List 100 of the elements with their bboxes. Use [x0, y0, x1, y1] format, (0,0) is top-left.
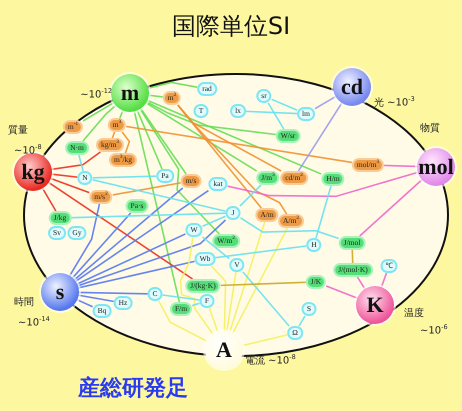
connector-line — [146, 102, 258, 172]
unit-bubble — [278, 214, 304, 228]
unit-bubble — [338, 236, 366, 250]
connector-line — [227, 172, 418, 198]
unit-bubble — [280, 171, 308, 185]
quantity-label: 時間 — [14, 298, 34, 308]
connector-line — [242, 334, 288, 346]
connector-line — [48, 182, 193, 280]
connector-line — [52, 173, 78, 178]
connector-line — [140, 108, 187, 174]
connector-line — [92, 179, 226, 212]
connector-line — [229, 222, 266, 332]
connector-line — [202, 216, 226, 227]
connector-line — [92, 175, 156, 179]
connector-line — [147, 100, 322, 175]
connector-line — [326, 285, 358, 299]
unit-symbol: A — [216, 339, 232, 361]
connector-line — [78, 292, 148, 295]
unit-bubble — [185, 279, 221, 293]
connector-line — [78, 294, 114, 302]
connector-line — [271, 98, 298, 111]
connector-line — [298, 316, 306, 326]
connector-line — [134, 111, 180, 302]
base-unit-circle — [14, 153, 52, 191]
connector-line — [226, 272, 237, 332]
connector-line — [148, 94, 163, 98]
connector-line — [76, 299, 93, 308]
connector-line — [202, 236, 230, 260]
base-unit-circle — [111, 74, 149, 112]
title: 国際単位SI — [170, 11, 292, 42]
connector-line — [78, 219, 226, 287]
connector-line — [42, 188, 57, 212]
connector-line — [242, 271, 290, 327]
connector-line — [356, 276, 366, 290]
unit-symbol: s — [56, 281, 64, 303]
connector-line — [122, 132, 130, 154]
connector-line — [220, 282, 306, 286]
quantity-label: 質量 — [8, 126, 28, 136]
base-unit-circle — [417, 148, 455, 186]
connector-line — [315, 186, 332, 238]
unit-bubble — [276, 129, 300, 143]
quantity-label: ~10$^{-6}$ — [420, 324, 448, 336]
unit-bubble — [333, 263, 373, 277]
quantity-label: 光 ~10$^{-3}$ — [374, 96, 415, 108]
unit-symbol: mol — [418, 156, 454, 178]
base-unit-circle — [41, 273, 79, 311]
connector-line — [52, 151, 101, 170]
connector-line — [71, 212, 226, 218]
connector-line — [78, 260, 195, 289]
unit-bubble — [126, 199, 148, 213]
connector-line — [180, 236, 214, 335]
connector-line — [76, 233, 186, 285]
note-text: 産総研発足 — [78, 375, 188, 403]
connector-line — [268, 102, 284, 130]
unit-symbol: cd — [341, 76, 363, 98]
connector-line — [75, 190, 209, 282]
unit-symbol: m — [120, 82, 140, 104]
connector-line — [82, 104, 116, 142]
connector-line — [74, 187, 184, 280]
connector-line — [78, 154, 84, 172]
quantity-label: 電流 ~10$^{-8}$ — [245, 354, 296, 366]
quantity-label: ~10$^{-12}$ — [80, 88, 112, 100]
unit-bubble — [65, 141, 89, 155]
connector-line — [50, 178, 90, 194]
connector-line — [126, 126, 352, 164]
connector-line — [112, 182, 181, 196]
connector-line — [192, 302, 200, 306]
connector-line — [240, 217, 339, 240]
quantity-label: ~10$^{-8}$ — [14, 144, 42, 156]
connector-line — [112, 132, 116, 138]
quantity-label: ~10$^{-14}$ — [18, 316, 50, 328]
base-unit-circle — [333, 68, 371, 106]
quantity-label: 物質 — [420, 124, 440, 134]
connector-line — [140, 108, 220, 235]
connector-line — [359, 179, 422, 237]
connector-line — [72, 212, 132, 278]
connector-line — [384, 164, 418, 168]
connector-line — [208, 308, 219, 332]
connector-line — [380, 272, 388, 288]
connector-line — [239, 184, 262, 207]
unit-bubble — [212, 234, 240, 248]
connector-line — [314, 96, 336, 110]
unit-symbol: K — [366, 294, 384, 316]
connector-line — [148, 82, 198, 90]
connector-line — [246, 110, 298, 114]
connector-line — [162, 294, 200, 301]
unit-symbol: kg — [21, 161, 45, 183]
connector-line — [82, 102, 114, 122]
connector-line — [119, 110, 124, 118]
unit-bubble — [352, 158, 384, 172]
connector-line — [146, 101, 276, 136]
connector-line — [158, 300, 208, 342]
connector-line — [210, 265, 226, 332]
connector-line — [298, 102, 342, 172]
connector-line — [232, 228, 288, 334]
connector-line — [177, 104, 288, 214]
connector-line — [215, 245, 306, 258]
unit-bubble — [62, 120, 84, 134]
connector-line — [351, 250, 354, 264]
connector-line — [136, 110, 163, 170]
